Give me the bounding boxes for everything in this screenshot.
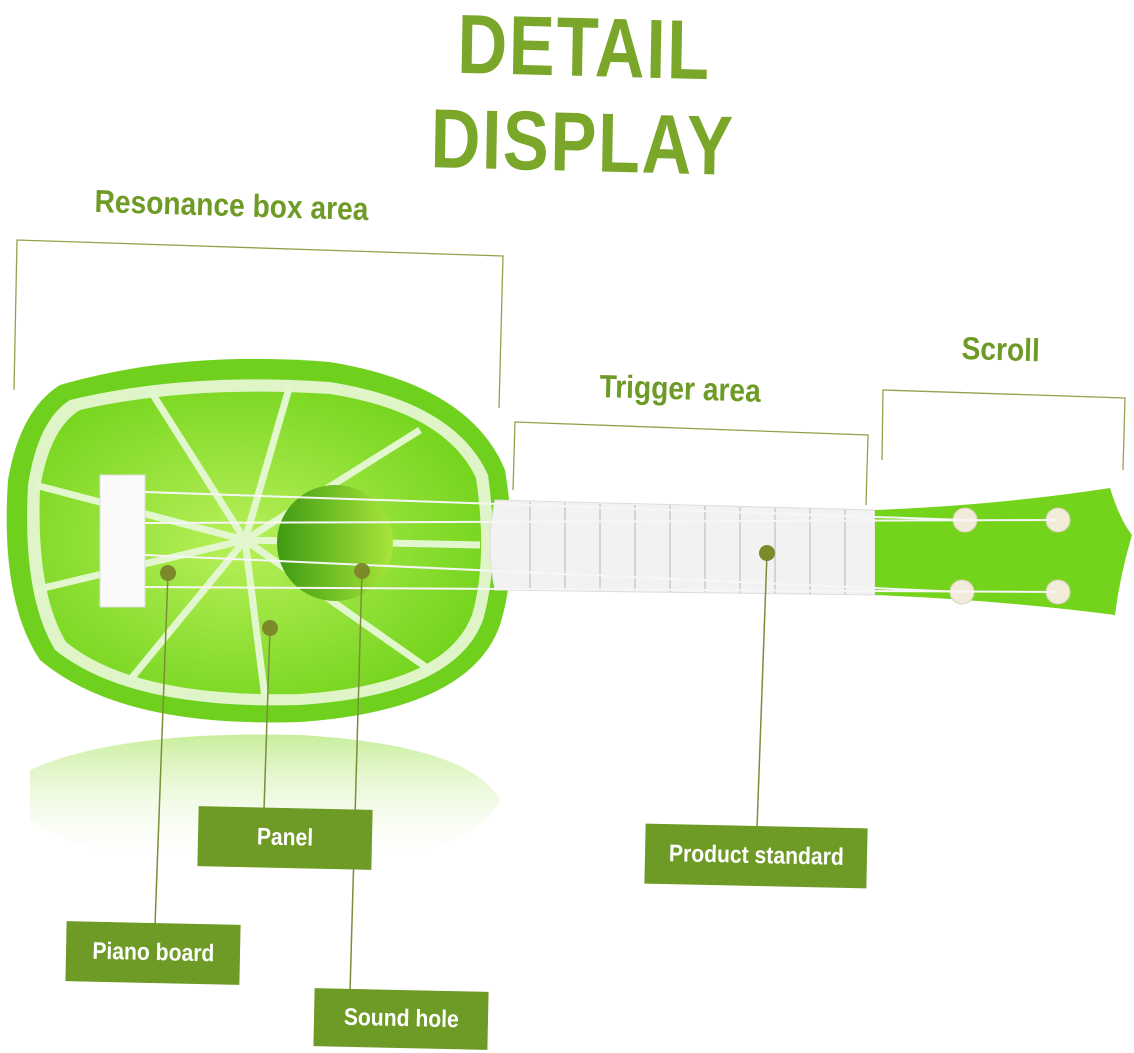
label-scroll: Scroll [961, 330, 1041, 369]
region-brackets [13, 239, 1126, 506]
callout-piano-board-text: Piano board [91, 937, 215, 968]
sound-hole [277, 485, 393, 601]
scroll-head [875, 488, 1132, 615]
callout-sound-hole-text: Sound hole [343, 1003, 459, 1034]
callout-product-standard-text: Product standard [668, 840, 844, 871]
callout-panel: Panel [197, 806, 373, 870]
label-trigger-area: Trigger area [599, 368, 762, 409]
callout-product-standard: Product standard [644, 823, 868, 889]
callout-sound-hole: Sound hole [313, 988, 489, 1050]
callout-piano-board: Piano board [65, 921, 241, 985]
page-title: DETAIL DISPLAY [429, 0, 736, 193]
bridge [99, 474, 146, 608]
callout-panel-text: Panel [256, 823, 314, 852]
strings [144, 491, 1059, 593]
leader-lines [154, 552, 768, 993]
callout-dots [160, 545, 775, 636]
fretboard [489, 499, 876, 596]
